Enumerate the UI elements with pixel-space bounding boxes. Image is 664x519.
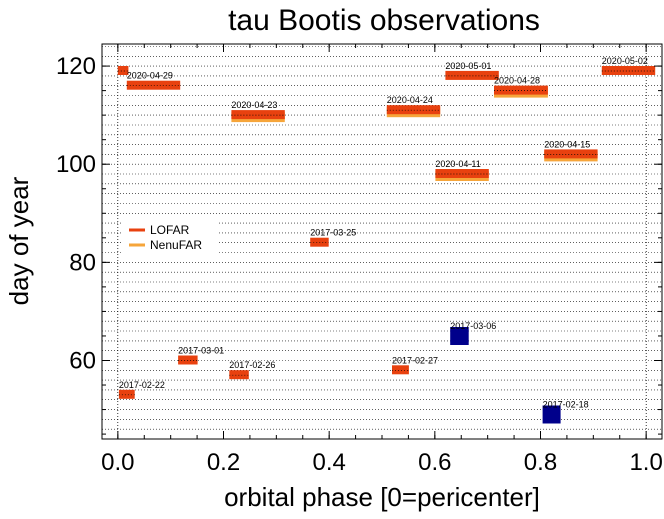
observation-lofar-band (544, 149, 598, 159)
observation-date-label: 2020-04-29 (127, 71, 173, 81)
observation-lofar-band (601, 66, 656, 75)
legend-label-lofar: LOFAR (150, 223, 190, 237)
observation-mark (450, 327, 469, 345)
observation-date-label: 2017-03-06 (450, 321, 496, 331)
marks-layer (117, 66, 656, 424)
x-axis-label: orbital phase [0=pericenter] (224, 482, 540, 512)
observation-date-label: 2017-02-22 (119, 380, 165, 390)
x-tick-label: 1.0 (629, 449, 662, 476)
observation-lofar-band (386, 105, 441, 115)
observation-date-label: 2017-02-27 (392, 355, 438, 365)
chart-title: tau Bootis observations (228, 4, 540, 37)
observation-date-label: 2017-02-18 (543, 400, 589, 410)
ticks-layer: 0.0 0.2 0.4 0.6 0.8 1.0 60 80 100 120 (56, 44, 663, 476)
observation-lofar-band (392, 365, 409, 375)
observation-lofar-band (310, 237, 329, 247)
observation-date-label: 2020-05-02 (602, 56, 648, 66)
observation-lofar-band (229, 370, 249, 380)
observation-date-label: 2017-03-25 (310, 228, 356, 238)
observation-lofar-band (178, 355, 198, 365)
y-tick-label: 60 (69, 347, 96, 374)
observation-date-label: 2020-04-24 (387, 95, 433, 105)
observation-mark (542, 405, 561, 424)
x-tick-label: 0.6 (418, 449, 451, 476)
x-tick-label: 0.4 (312, 449, 345, 476)
observation-lofar-band (435, 169, 489, 178)
legend-label-nenufar: NenuFAR (150, 238, 202, 252)
x-tick-label: 0.8 (524, 449, 557, 476)
observation-date-label: 2020-04-15 (544, 139, 590, 149)
observation-date-label: 2020-05-01 (445, 61, 491, 71)
labels-layer: 2017-02-18 2017-02-22 2017-02-26 2017-02-27… (119, 56, 648, 410)
observation-lofar-band (494, 85, 548, 95)
observation-lofar-band (445, 70, 499, 80)
observation-date-label: 2020-04-23 (231, 100, 277, 110)
observation-date-label: 2017-02-26 (229, 360, 275, 370)
observation-lofar-band (126, 80, 181, 90)
observation-lofar-band (117, 66, 129, 75)
x-tick-label: 0.2 (207, 449, 240, 476)
observation-lofar-band (231, 110, 285, 120)
y-tick-label: 120 (56, 53, 96, 80)
observation-date-label: 2020-04-11 (435, 159, 480, 169)
observation-date-label: 2017-03-01 (178, 346, 224, 356)
y-axis-label: day of year (4, 176, 34, 305)
observation-date-label: 2020-04-28 (494, 76, 540, 86)
y-tick-label: 100 (56, 151, 96, 178)
x-tick-label: 0.0 (101, 449, 134, 476)
legend-box (121, 222, 219, 254)
observation-lofar-band (118, 389, 135, 399)
y-tick-label: 80 (69, 249, 96, 276)
legend: LOFAR NenuFAR (121, 222, 219, 254)
